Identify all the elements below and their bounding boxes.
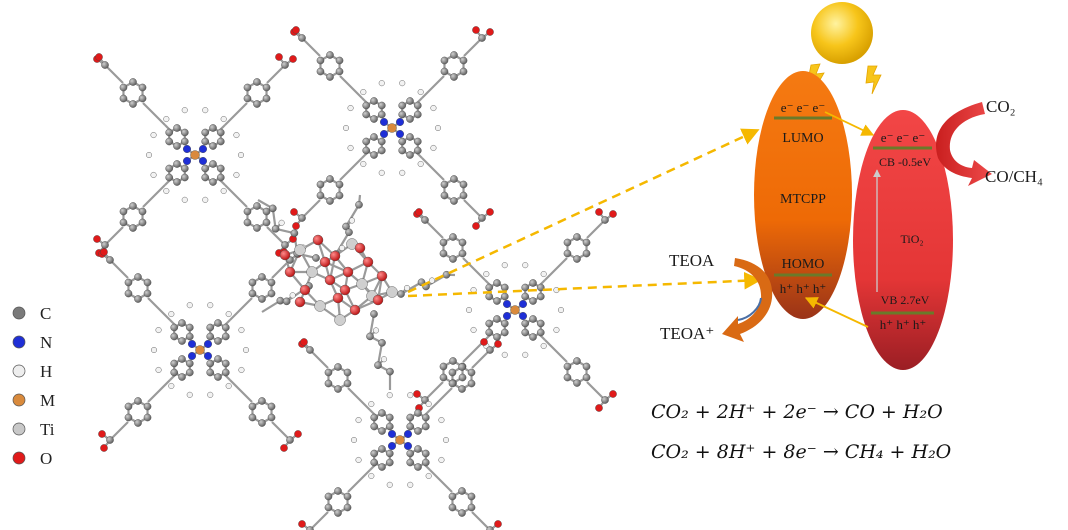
legend-item: Ti	[12, 420, 55, 439]
sun-icon	[811, 2, 873, 64]
tio2-electrons: e⁻ e⁻ e⁻	[881, 130, 925, 145]
mtcpp-electrons: e⁻ e⁻ e⁻	[781, 100, 825, 115]
legend-atom-icon	[12, 335, 26, 349]
legend-label: H	[40, 362, 52, 381]
legend-atom-icon	[12, 422, 26, 436]
legend-atom-icon	[12, 306, 26, 320]
homo-label: HOMO	[782, 257, 825, 272]
legend-item: C	[12, 304, 51, 323]
mtcpp-label: MTCPP	[780, 192, 826, 207]
teoa-oxidation-arrow	[722, 258, 773, 342]
bond-layer	[96, 29, 614, 530]
mtcpp-holes: h⁺ h⁺ h⁺	[780, 281, 827, 296]
tio2-holes: h⁺ h⁺ h⁺	[880, 317, 927, 332]
legend-label: C	[40, 304, 51, 323]
co2-label: CO₂	[986, 97, 1016, 116]
legend-atom-icon	[12, 451, 26, 465]
legend-item: O	[12, 449, 52, 468]
lightning-icon	[865, 65, 882, 95]
atom-layer	[93, 26, 617, 530]
lumo-label: LUMO	[782, 131, 823, 146]
legend-item: H	[12, 362, 52, 381]
legend-label: O	[40, 449, 52, 468]
teoa-arrow-shadow	[737, 297, 762, 321]
mtcpp-semiconductor	[754, 71, 852, 319]
cb-label: CB -0.5eV	[879, 155, 931, 169]
hole-transfer-arrow	[804, 297, 869, 328]
legend-atom-icon	[12, 364, 26, 378]
vb-label: VB 2.7eV	[881, 293, 930, 307]
dashed-arrow-to-homo	[407, 271, 762, 298]
teoa-plus-label: TEOA⁺	[660, 324, 714, 343]
equation-ch4: CO₂ + 8H⁺ + 8e⁻ → CH₄ + H₂O	[651, 441, 952, 463]
legend-label: M	[40, 391, 55, 410]
legend-atom-icon	[12, 393, 26, 407]
tio2-label: TiO₂	[900, 232, 923, 246]
legend-item: N	[12, 333, 52, 352]
legend-item: M	[12, 391, 55, 410]
equation-co: CO₂ + 2H⁺ + 2e⁻ → CO + H₂O	[651, 401, 943, 423]
teoa-label: TEOA	[669, 251, 715, 270]
legend-label: Ti	[40, 420, 55, 439]
co2-reduction-arrow	[935, 102, 992, 186]
dashed-arrow-to-lumo	[407, 128, 760, 294]
molecular-structure-image	[93, 26, 617, 530]
products-label: CO/CH₄	[985, 167, 1043, 186]
electron-transfer-arrow	[824, 111, 875, 136]
legend-label: N	[40, 333, 52, 352]
